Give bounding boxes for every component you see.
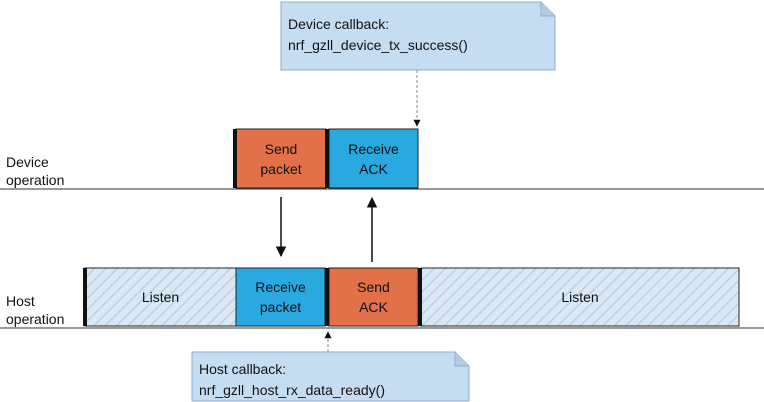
host-listen-2-label: Listen xyxy=(561,289,599,305)
host-send-ack-label: Send ACK xyxy=(329,277,418,317)
host-send-ack-block xyxy=(328,267,419,327)
host-callback-function: nrf_gzll_host_rx_data_ready() xyxy=(199,382,385,398)
host-receive-packet-line2: packet xyxy=(259,299,302,315)
device-callback-title: Device callback: xyxy=(288,16,390,32)
host-listen-block-1 xyxy=(84,267,237,327)
device-label-line1: Device xyxy=(6,154,49,170)
device-send-packet-line2: packet xyxy=(260,161,302,177)
device-label-line2: operation xyxy=(6,172,65,188)
host-receive-packet-line1: Receive xyxy=(255,279,306,295)
host-send-ack-start-bar xyxy=(325,268,329,326)
device-receive-ack-block xyxy=(328,128,419,189)
device-callback-function: nrf_gzll_device_tx_success() xyxy=(288,37,468,53)
host-listen-block-2 xyxy=(420,267,740,327)
device-send-packet-label: Send packet xyxy=(236,139,326,179)
host-receive-packet-label: Receive packet xyxy=(236,277,325,317)
device-send-packet-line1: Send xyxy=(264,141,298,157)
host-send-ack-line1: Send xyxy=(357,279,390,295)
device-receive-ack-line2: ACK xyxy=(359,161,388,177)
host-callback-title: Host callback: xyxy=(199,361,287,377)
host-label-line2: operation xyxy=(6,311,65,327)
host-callback-callout xyxy=(191,351,470,402)
host-listen-1-label: Listen xyxy=(141,289,180,305)
device-operation-label: Device operation xyxy=(6,153,64,189)
host-label-line1: Host xyxy=(6,293,35,309)
host-receive-packet-block xyxy=(235,267,326,327)
host-listen-1-start-bar xyxy=(83,268,87,326)
device-callback-text: Device callback: nrf_gzll_device_tx_succ… xyxy=(288,14,468,56)
host-send-ack-line2: ACK xyxy=(359,299,388,315)
host-callback-text: Host callback: nrf_gzll_host_rx_data_rea… xyxy=(199,359,385,401)
device-callback-callout xyxy=(280,1,556,71)
host-listen-2-start-bar xyxy=(418,268,422,326)
host-operation-label: Host operation xyxy=(6,292,64,328)
device-send-packet-start-bar xyxy=(233,129,237,188)
device-receive-ack-label: Receive ACK xyxy=(329,139,418,179)
device-receive-ack-start-bar xyxy=(325,129,329,188)
device-receive-ack-line1: Receive xyxy=(348,141,399,157)
